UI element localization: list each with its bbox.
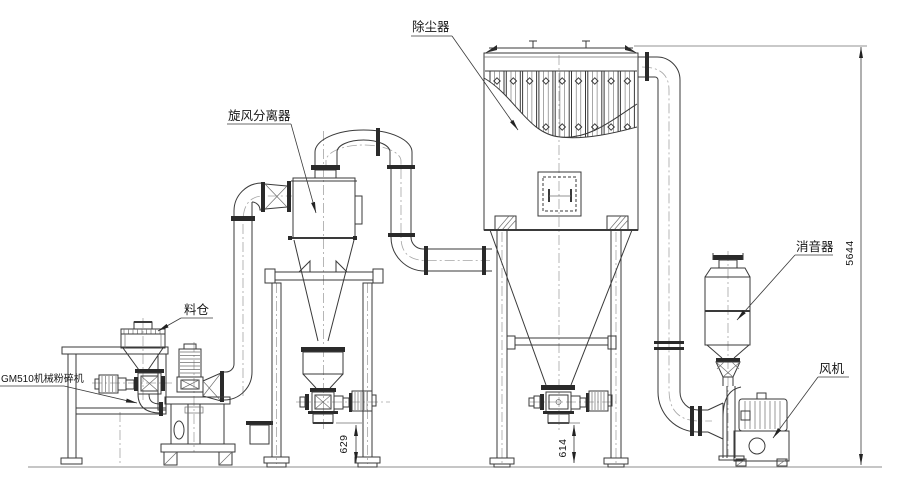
- filter-bag-panel: [489, 71, 505, 138]
- bag-fixing-symbol: [493, 77, 501, 85]
- muffler: [704, 253, 751, 386]
- overall-height-value: 5644: [844, 240, 856, 265]
- muffler-label-text: 消音器: [796, 239, 834, 254]
- bag-fixing-symbol: [525, 77, 534, 85]
- bag-fixing-symbol: [590, 77, 599, 85]
- filter-bag-panel: [571, 71, 586, 138]
- bag-fixing-symbol: [558, 123, 567, 131]
- feed-chute-elbow: [137, 393, 163, 416]
- mill-motor: [176, 343, 204, 393]
- mill-outlet-cone: [202, 371, 224, 402]
- fan-motor: [738, 392, 788, 432]
- collector-legs: [489, 230, 629, 468]
- collector-discharge-valve: [528, 385, 613, 424]
- bag-fixing-symbol: [541, 77, 550, 85]
- cyclone-discharge-valve: [299, 388, 377, 424]
- bag-fixing-symbol: [574, 77, 583, 85]
- pipe-mill-to-cyclone: [223, 181, 291, 401]
- bag-fixing-symbol: [541, 123, 550, 131]
- collector-outlet-height-value: 614: [557, 438, 569, 457]
- cyclone-outlet-height-value: 629: [338, 434, 350, 453]
- filter-bag-panel: [554, 71, 570, 138]
- fan-label-text: 风机: [819, 362, 845, 376]
- filter-bag-panel: [603, 71, 619, 138]
- label-cyclone: 旋风分离器: [227, 108, 317, 214]
- feeder-rotary-valve: [137, 372, 165, 395]
- pipe-collector-to-fan: [638, 52, 724, 440]
- label-mill: GM510机械粉碎机: [0, 372, 138, 404]
- pipe-support-stand: [249, 424, 270, 445]
- fan-base: [733, 430, 790, 467]
- dimensions: 5644 629 614: [336, 45, 867, 465]
- label-hopper: 料仓: [157, 303, 213, 332]
- cyclone-separator: [263, 165, 384, 468]
- dimension-cyclone-outlet-height: 629: [336, 422, 362, 463]
- support-frame: [60, 346, 169, 465]
- filter-bag-panel: [538, 71, 554, 138]
- bag-fixing-symbol: [509, 77, 518, 85]
- mill: [160, 343, 273, 466]
- labels: 除尘器 旋风分离器 料仓 GM510机械粉碎机 消音器 风机: [0, 19, 849, 439]
- bag-fixing-symbol: [623, 77, 632, 85]
- bag-fixing-symbol: [607, 77, 616, 85]
- fan: [718, 386, 790, 467]
- hopper-label-text: 料仓: [184, 303, 210, 317]
- body-brackets: [494, 215, 629, 231]
- mill-label-text: GM510机械粉碎机: [1, 372, 84, 385]
- filter-bag-panel: [505, 71, 521, 138]
- pipe-cyclone-to-collector: [314, 128, 492, 275]
- cyclone-label-text: 旋风分离器: [228, 108, 291, 123]
- label-muffler: 消音器: [736, 239, 834, 321]
- dimension-overall-height: 5644: [634, 45, 867, 465]
- cyclone-stand: [263, 268, 384, 468]
- feed-hopper: [94, 321, 166, 416]
- dust-collector: [483, 40, 639, 468]
- dust-collector-label-text: 除尘器: [412, 19, 450, 34]
- label-dust-collector: 除尘器: [411, 19, 519, 131]
- feeder-motor: [94, 374, 138, 394]
- label-fan: 风机: [772, 362, 849, 439]
- filter-bag-panel: [522, 71, 538, 138]
- access-door: [537, 171, 582, 217]
- mill-feet: [163, 451, 233, 466]
- filter-panels: [489, 71, 635, 138]
- filter-bag-panel: [587, 71, 603, 138]
- bag-fixing-symbol: [558, 77, 567, 85]
- bag-break-line: [483, 77, 638, 138]
- bag-fixing-symbol: [607, 123, 616, 131]
- bag-fixing-symbol: [574, 123, 583, 131]
- dimension-collector-outlet-height: 614: [549, 422, 580, 463]
- bag-break-line-2: [559, 126, 638, 139]
